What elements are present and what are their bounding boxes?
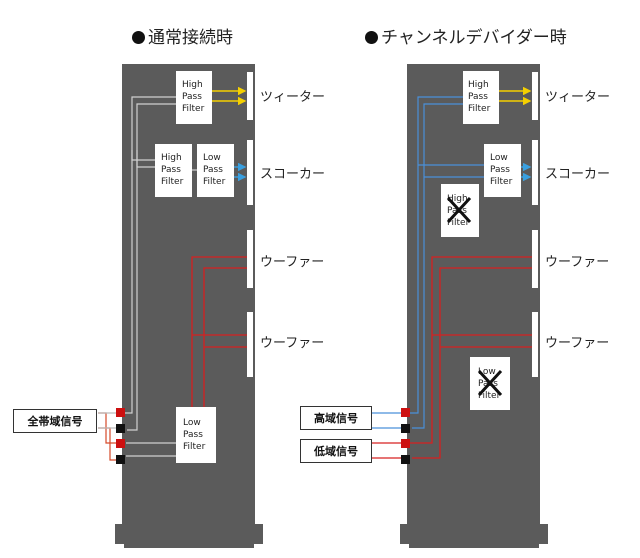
svg-text:Pass: Pass [161,165,181,175]
full-band-wiring [123,96,176,457]
svg-text:High: High [182,80,203,90]
woofer-driver-2 [532,312,538,377]
speaker-label-woofer: ウーファー [545,336,610,351]
title-normal-connection: 通常接続時 [132,23,233,48]
squawker-driver [247,140,253,205]
svg-text:Pass: Pass [203,165,223,175]
woofer-driver-2 [247,312,253,377]
full-band-input-wires [98,412,116,429]
input-terminals-divider [401,408,410,464]
speaker-label-squawker: スコーカー [260,167,326,182]
filter-low-pass-bypassed: Low Pass Filter [470,357,510,410]
squawker-outputs [234,162,247,182]
woofer-driver-1 [532,230,538,288]
svg-text:Low: Low [478,367,496,377]
svg-text:Filter: Filter [468,104,491,114]
svg-text:Pass: Pass [468,92,488,102]
tweeter-driver [247,72,253,120]
woofer-wiring-normal [191,256,247,407]
jumper-wires [98,412,116,461]
svg-text:High: High [161,153,182,163]
filter-high-pass-squawker: High Pass Filter [155,144,192,197]
speaker-label-tweeter: ツィーター [545,90,611,105]
svg-text:Low: Low [203,153,221,163]
svg-text:Filter: Filter [490,177,513,187]
speaker-label-tweeter: ツィーター [260,90,326,105]
filter-low-pass-squawker: Low Pass Filter [197,144,234,197]
filter-low-pass-squawker: Low Pass Filter [484,144,521,197]
tweeter-outputs [212,86,247,106]
svg-text:Filter: Filter [447,218,470,228]
speaker-cabinet-divider [400,64,548,548]
high-input-wires [372,412,401,429]
input-label-high-band: 高域信号 [300,406,372,430]
title-text: 通常接続時 [148,28,233,48]
title-channel-divider: チャンネルデバイダー時 [365,23,567,48]
low-signal-wiring [408,256,532,459]
svg-text:Filter: Filter [203,177,226,187]
low-input-wires [372,442,401,459]
bullet-icon [132,31,145,44]
squawker-outputs [521,162,532,182]
svg-text:Pass: Pass [182,92,202,102]
disabled-cross-icon [446,196,472,224]
svg-text:Filter: Filter [182,104,205,114]
svg-text:Pass: Pass [183,430,203,440]
speaker-label-woofer: ウーファー [545,255,610,270]
input-label-full-band: 全帯域信号 [13,409,97,433]
speaker-label-squawker: スコーカー [545,167,611,182]
tweeter-outputs [499,86,532,106]
squawker-driver [532,140,538,205]
filter-high-pass-bypassed: High Pass Filter [441,184,479,237]
svg-text:High: High [447,194,468,204]
title-text: チャンネルデバイダー時 [381,28,567,48]
filter-high-pass-tweeter: High Pass Filter [463,71,499,124]
bullet-icon [365,31,378,44]
filter-high-pass-tweeter: High Pass Filter [176,71,212,124]
svg-text:Filter: Filter [161,177,184,187]
input-label-low-band: 低域信号 [300,439,372,463]
input-terminals-normal [116,408,125,464]
svg-text:Low: Low [183,418,201,428]
woofer-driver-1 [247,230,253,288]
svg-text:Filter: Filter [478,391,501,401]
speaker-label-woofer: ウーファー [260,255,325,270]
svg-text:Low: Low [490,153,508,163]
tweeter-driver [532,72,538,120]
speaker-label-woofer: ウーファー [260,336,325,351]
svg-text:Pass: Pass [490,165,510,175]
svg-text:Filter: Filter [183,442,206,452]
high-signal-wiring [408,96,484,429]
svg-text:High: High [468,80,489,90]
disabled-cross-icon [477,369,503,397]
filter-low-pass-woofer: Low Pass Filter [176,407,216,463]
